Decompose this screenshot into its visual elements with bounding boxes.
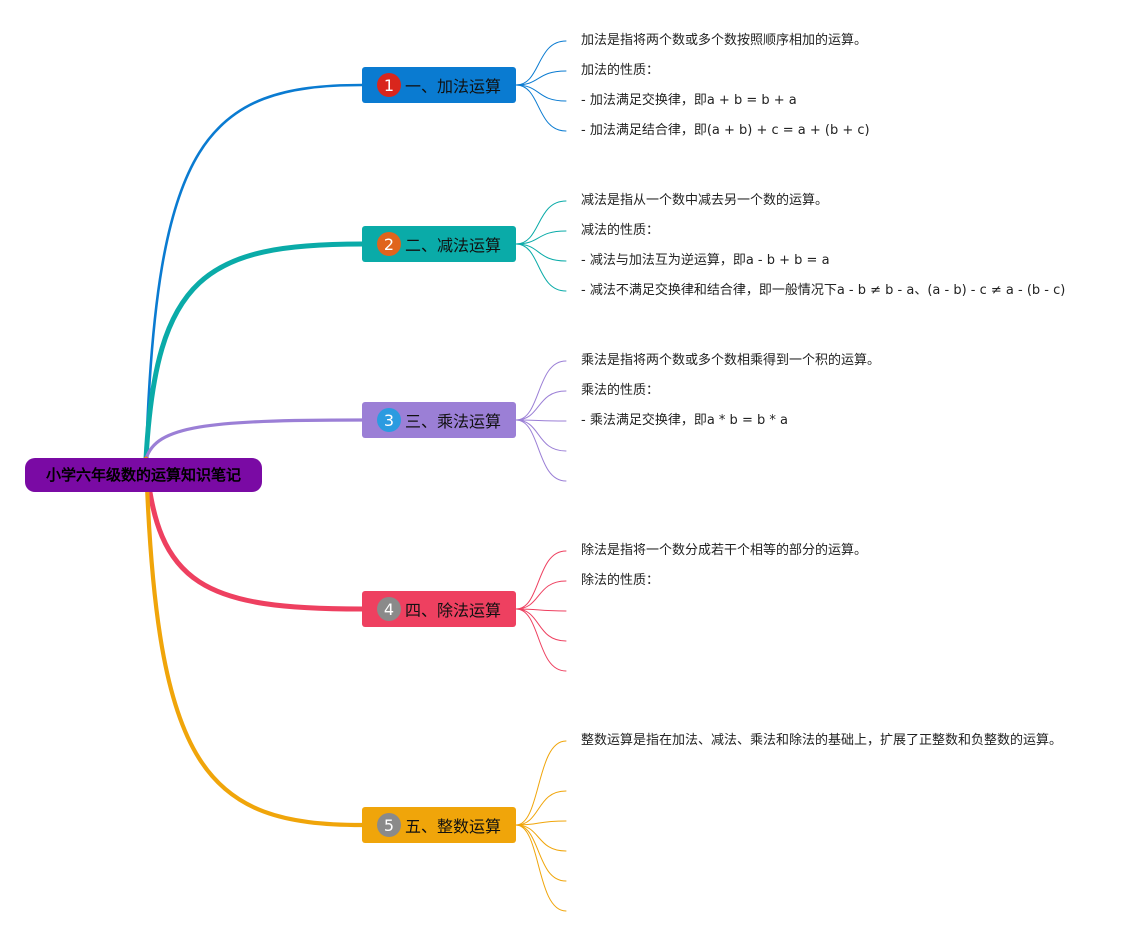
number-badge-icon: 3 (376, 408, 401, 432)
leaf-connector (515, 550, 567, 610)
leaf-connector (515, 740, 567, 826)
leaf-topic[interactable]: 乘法是指将两个数或多个数相乘得到一个积的运算。 (581, 353, 881, 368)
leaf-connector (515, 580, 567, 610)
leaf-connector (515, 84, 567, 102)
leaf-topic[interactable]: 整数运算是指在加法、减法、乘法和除法的基础上，扩展了正整数和负整数的运算。 (581, 733, 1063, 748)
leaf-connector (515, 84, 567, 132)
leaf-connector (515, 824, 567, 912)
branch-label: 一、加法运算 (404, 77, 501, 96)
leaf-topic[interactable]: 除法的性质： (581, 573, 660, 588)
leaf-topic[interactable]: 加法的性质： (581, 63, 660, 78)
branch-label: 二、减法运算 (404, 236, 501, 255)
leaf-topic[interactable]: 除法是指将一个数分成若干个相等的部分的运算。 (581, 543, 868, 558)
leaf-topic[interactable]: - 加法满足交换律，即a + b = b + a (581, 93, 797, 108)
leaf-connector (515, 390, 567, 421)
leaf-connector (515, 608, 567, 612)
leaf-connector (515, 230, 567, 245)
leaf-connector (515, 824, 567, 852)
leaf-connector (515, 70, 567, 86)
leaf-connector (515, 40, 567, 86)
leaf-connector (515, 608, 567, 642)
leaf-topic[interactable]: 乘法的性质： (581, 383, 660, 398)
number-badge-icon: 5 (376, 813, 401, 837)
number-badge-icon: 1 (376, 73, 401, 97)
leaf-connector (515, 419, 567, 452)
leaf-topic[interactable]: - 减法与加法互为逆运算，即a - b + b = a (581, 253, 830, 268)
leaf-topic[interactable]: - 减法不满足交换律和结合律，即一般情况下a - b ≠ b - a、(a - … (581, 283, 1066, 298)
branch-label: 五、整数运算 (404, 817, 501, 836)
leaf-connector (515, 243, 567, 292)
leaf-connector (515, 360, 567, 421)
leaf-topic[interactable]: 减法的性质： (581, 223, 660, 238)
leaf-connector (515, 790, 567, 826)
branch-label: 四、除法运算 (404, 601, 501, 620)
leaf-connector (515, 824, 567, 882)
number-badge-icon: 4 (376, 597, 401, 621)
leaf-topic[interactable]: - 加法满足结合律，即(a + b) + c = a + (b + c) (581, 123, 870, 138)
leaf-connector (515, 200, 567, 245)
leaf-connector (515, 820, 567, 826)
leaf-topic[interactable]: 减法是指从一个数中减去另一个数的运算。 (581, 193, 829, 208)
branch-connector (144, 83, 364, 461)
root-topic[interactable]: 小学六年级数的运算知识笔记 (25, 458, 262, 492)
leaf-topic[interactable]: 加法是指将两个数或多个数按照顺序相加的运算。 (581, 33, 868, 48)
leaf-connector (515, 608, 567, 672)
branch-label: 三、乘法运算 (404, 412, 501, 431)
branch-connector (143, 456, 365, 828)
leaf-connector (515, 243, 567, 262)
branch-connector (143, 241, 365, 462)
leaf-topic[interactable]: - 乘法满足交换律，即a * b = b * a (581, 413, 788, 428)
number-badge-icon: 2 (376, 232, 401, 256)
branch-connector (144, 418, 364, 461)
leaf-connector (515, 419, 567, 422)
leaf-connector (515, 419, 567, 482)
branch-connector (143, 456, 365, 612)
